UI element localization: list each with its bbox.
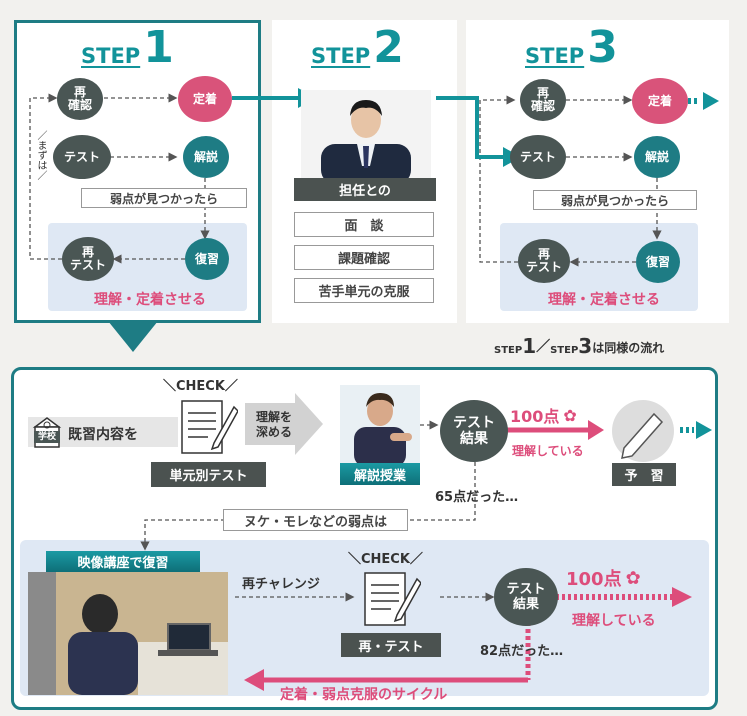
step3-test-node: テスト — [510, 135, 566, 179]
step1-understand-label: 理解・定着させる — [94, 292, 206, 308]
retest-label: 再・テスト — [341, 633, 441, 657]
step2-item-interview: 面 談 — [294, 212, 434, 237]
same-flow-note: STEP 1 ／ STEP 3 は同様の流れ — [494, 334, 665, 358]
step3-retest-node: 再 テスト — [518, 239, 570, 283]
sparkle-icon: ✿ — [625, 567, 641, 589]
teacher-figure — [321, 100, 411, 178]
step2-item-weak-unit: 苦手単元の克服 — [294, 278, 434, 303]
check-label-2: ＼CHECK／ — [348, 552, 423, 567]
unit-test-sheet — [178, 395, 239, 459]
step1-reconfirm-node: 再 確認 — [57, 78, 103, 120]
retest-sheet — [361, 567, 422, 631]
step3-understand-label: 理解・定着させる — [548, 292, 660, 308]
teacher-photo — [301, 90, 431, 178]
video-review-label: 映像講座で復習 — [46, 551, 200, 572]
video-photo — [28, 572, 228, 695]
unit-test-label: 単元別テスト — [151, 462, 266, 487]
score-82: 82点だった… — [480, 644, 564, 659]
step3-fix-node: 定着 — [632, 78, 688, 124]
lecture-label: 解説授業 — [340, 463, 420, 485]
sparkle-icon: ✿ — [563, 405, 577, 425]
understanding-top: 理解している — [512, 444, 584, 458]
score-100-top: 100点 ✿ — [510, 405, 577, 427]
school-tag: 学校 — [34, 431, 60, 443]
step1-weak-found: 弱点が見つかったら — [81, 188, 247, 208]
score-65: 65点だった… — [435, 490, 519, 505]
step1-side-label: ／まずは／ — [35, 130, 46, 180]
pencil-icon — [610, 400, 676, 462]
cycle-label: 定着・弱点克服のサイクル — [280, 687, 448, 703]
preview-label: 予 習 — [612, 463, 676, 486]
step1-fix-node: 定着 — [178, 76, 232, 122]
deepen-label: 理解を 深める — [256, 410, 293, 439]
rechallenge-label: 再チャレンジ — [242, 577, 320, 592]
step3-weak-found: 弱点が見つかったら — [533, 190, 697, 210]
test-result-node-1: テスト 結果 — [440, 400, 508, 462]
score-100-bottom: 100点 ✿ — [566, 567, 641, 591]
lecturer-figure — [354, 393, 412, 463]
step1-review-node: 復習 — [185, 238, 229, 280]
lecture-photo — [340, 385, 420, 463]
test-result-node-2: テスト 結果 — [494, 568, 558, 626]
learned-label: 既習内容を — [68, 427, 138, 443]
step2-item-task-check: 課題確認 — [294, 245, 434, 270]
check-label-1: ＼CHECK／ — [163, 379, 238, 394]
step1-retest-node: 再 テスト — [62, 237, 114, 281]
step3-review-node: 復習 — [636, 241, 680, 283]
teacher-label: 担任との — [294, 178, 436, 201]
step3-explain-node: 解説 — [634, 136, 680, 178]
step1-explain-node: 解説 — [183, 136, 229, 178]
student-figure — [28, 572, 228, 695]
weakness-label: ヌケ・モレなどの弱点は — [223, 509, 408, 531]
step1-test-node: テスト — [53, 135, 111, 179]
understanding-bottom: 理解している — [572, 613, 656, 629]
step3-reconfirm-node: 再 確認 — [520, 79, 566, 121]
